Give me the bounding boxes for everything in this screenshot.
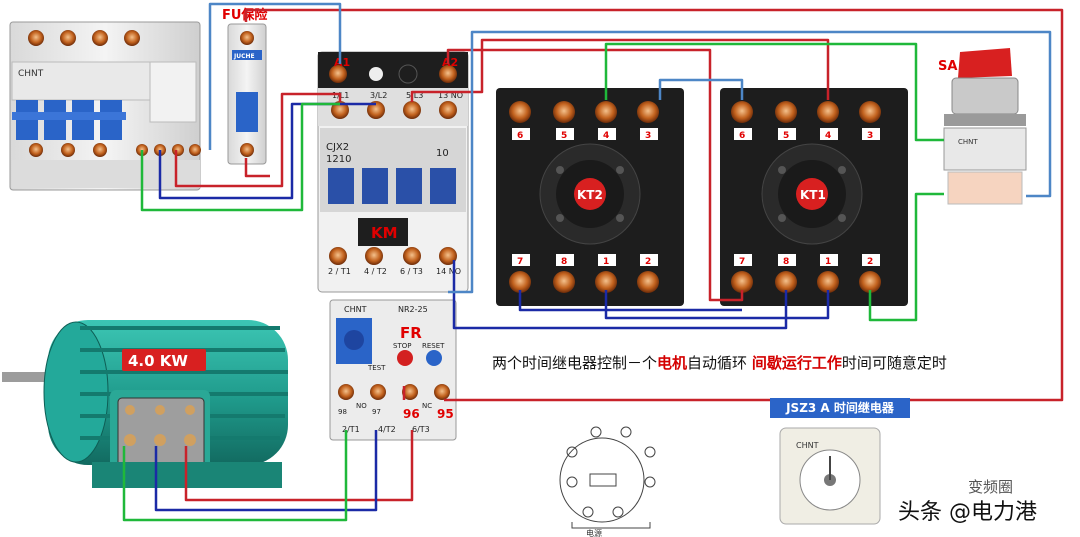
- overload-brand-text: CHNT: [344, 305, 367, 314]
- overload-96-label: 96: [403, 407, 420, 421]
- contactor-model-1: CJX2: [326, 142, 349, 153]
- contactor-model-2: 1210: [326, 154, 351, 165]
- caption-part-1: 两个时间继电器控制－个: [492, 354, 658, 372]
- contactor-10-label: 10: [436, 148, 449, 159]
- kt2-pin-5: 5: [561, 131, 567, 141]
- relay-kt2-label: KT2: [577, 188, 603, 202]
- circuit-breaker: CHNT: [9, 21, 201, 191]
- time-relay-kt2: [496, 88, 684, 306]
- schematic-power-label: 电源: [586, 528, 602, 537]
- overload-model-text: NR2-25: [398, 305, 428, 314]
- kt2-pin-3: 3: [645, 131, 651, 141]
- overload-t1-label: 2/T1: [342, 425, 360, 434]
- kt1-pin-4: 4: [825, 131, 831, 141]
- overload-test-label: TEST: [367, 364, 386, 372]
- overload-t2-label: 4/T2: [378, 425, 396, 434]
- kt2-pin-4: 4: [603, 131, 609, 141]
- motor-power-label: 4.0 KW: [128, 352, 188, 370]
- contactor-a2-label: A2: [442, 56, 458, 69]
- relay-schematic: [559, 426, 656, 529]
- kt2-pin-2: 2: [645, 257, 651, 267]
- overload-t3-label: 6/T3: [412, 425, 430, 434]
- breaker-brand-text: CHNT: [18, 69, 44, 79]
- timer-model-label: JSZ3 A 时间继电器: [770, 398, 910, 418]
- relay-kt1-label: KT1: [800, 188, 826, 202]
- caption-part-2: 电机: [657, 354, 688, 372]
- caption-part-3: 自动循环: [687, 354, 748, 372]
- caption-part-4: 间歇运行工作: [751, 354, 842, 372]
- contactor-l3-label: 5/L3: [406, 91, 423, 100]
- fuse-brand-text: JUCHE: [233, 53, 255, 60]
- jsz3a-timer: [779, 427, 881, 525]
- watermark-top: 变频圈: [968, 478, 1014, 496]
- kt2-pin-6: 6: [517, 131, 523, 141]
- overload-98-label: 98: [338, 408, 347, 416]
- contactor-t2-label: 4 / T2: [364, 267, 387, 276]
- contactor-l2-label: 3/L2: [370, 91, 387, 100]
- caption-part-5: 时间可随意定时: [841, 354, 947, 372]
- contactor-km: [317, 51, 469, 293]
- motor: [2, 320, 288, 488]
- kt2-pin-7: 7: [517, 257, 523, 267]
- overload-reset-label: RESET: [422, 342, 445, 350]
- selector-switch-sa: [943, 48, 1027, 205]
- switch-sa-label: SA: [938, 59, 957, 74]
- overload-no-label: NO: [356, 402, 367, 410]
- kt1-bottom-pin-labels: 7 8 1 2: [734, 254, 880, 267]
- overload-nc-label: NC: [422, 402, 432, 410]
- diagram-caption: 两个时间继电器控制－个电机自动循环 间歇运行工作时间可随意定时: [492, 352, 947, 373]
- kt2-top-pin-labels: 6 5 4 3: [512, 128, 658, 141]
- overload-fr-label: FR: [400, 324, 422, 342]
- kt1-pin-6: 6: [739, 131, 745, 141]
- kt1-top-pin-labels: 6 5 4 3: [734, 128, 880, 141]
- overload-95-label: 95: [437, 407, 454, 421]
- switch-brand-text: CHNT: [958, 138, 978, 146]
- contactor-t1-label: 2 / T1: [328, 267, 351, 276]
- fuse-breaker: JUCHE: [227, 23, 267, 165]
- kt1-pin-8: 8: [783, 257, 789, 267]
- kt1-pin-5: 5: [783, 131, 789, 141]
- overload-relay-fr: [329, 299, 457, 441]
- watermark: 头条 @电力港: [898, 500, 1037, 525]
- motor-power-badge: [122, 349, 206, 371]
- contactor-a1-label: A1: [334, 56, 350, 69]
- kt1-pin-1: 1: [825, 257, 831, 267]
- contactor-14no-label: 14 NO: [436, 267, 461, 276]
- contactor-13no-label: 13 NO: [438, 91, 463, 100]
- kt2-pin-8: 8: [561, 257, 567, 267]
- kt2-bottom-pin-labels: 7 8 1 2: [512, 254, 658, 267]
- kt1-pin-7: 7: [739, 257, 745, 267]
- kt2-pin-1: 1: [603, 257, 609, 267]
- overload-97-label: 97: [372, 408, 381, 416]
- kt1-pin-3: 3: [867, 131, 873, 141]
- kt1-pin-2: 2: [867, 257, 873, 267]
- contactor-km-label: KM: [371, 224, 398, 242]
- overload-stop-label: STOP: [393, 342, 411, 350]
- time-relay-kt1: [720, 88, 908, 306]
- timer-brand-text: CHNT: [796, 441, 819, 450]
- contactor-t3-label: 6 / T3: [400, 267, 423, 276]
